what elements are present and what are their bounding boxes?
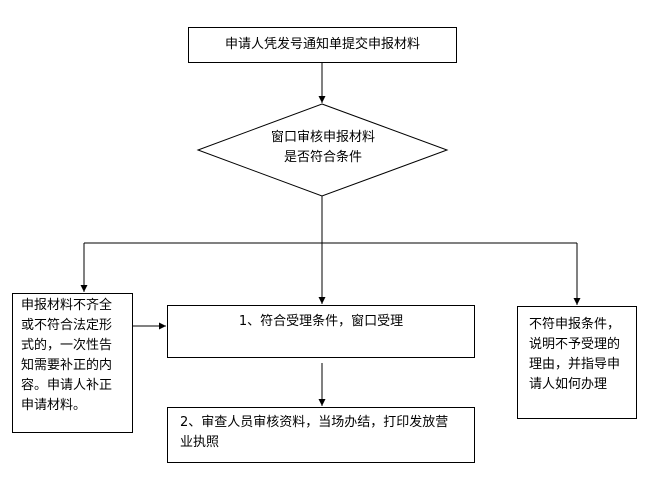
review-decision-label: 窗口审核申报材料 是否符合条件 bbox=[270, 130, 375, 165]
issue-license-label: 2、审查人员审核资料，当场办结，打印发放营 业执照 bbox=[180, 415, 449, 450]
incomplete-label: 申报材料不齐全 或不符合法定形 式的，一次性告 知需要补正的内 容。申请人补正 … bbox=[21, 298, 113, 413]
reject-node: 不符申报条件， 说明不予受理的 理由，并指导申 请人如何办理 bbox=[517, 306, 637, 419]
accept-node: 1、符合受理条件，窗口受理 bbox=[167, 305, 475, 358]
apply-node: 申请人凭发号通知单提交申报材料 bbox=[188, 27, 457, 63]
reject-label: 不符申报条件， 说明不予受理的 理由，并指导申 请人如何办理 bbox=[529, 317, 621, 392]
incomplete-node: 申报材料不齐全 或不符合法定形 式的，一次性告 知需要补正的内 容。申请人补正 … bbox=[12, 293, 133, 433]
issue-license-node: 2、审查人员审核资料，当场办结，打印发放营 业执照 bbox=[167, 407, 475, 463]
accept-label: 1、符合受理条件，窗口受理 bbox=[238, 314, 404, 329]
apply-label: 申请人凭发号通知单提交申报材料 bbox=[224, 37, 420, 52]
